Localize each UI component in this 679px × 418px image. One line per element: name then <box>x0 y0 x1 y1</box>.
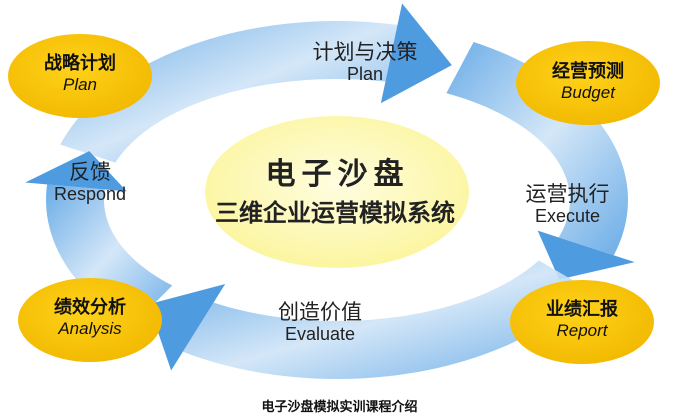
badge-analysis-cn: 绩效分析 <box>54 297 126 318</box>
stage-execute-cn: 运营执行 <box>525 182 610 206</box>
cycle-arrows <box>8 3 660 379</box>
badge-ellipse-budget <box>516 41 660 125</box>
center-title: 电子沙盘 <box>265 157 410 192</box>
stage-plan-en: Plan <box>346 64 384 85</box>
arrow-top-body <box>60 21 398 163</box>
badge-strategy: 战略计划 Plan <box>20 53 140 94</box>
badge-budget-cn: 经营预测 <box>552 61 624 82</box>
stage-respond-en: Respond <box>53 184 127 205</box>
badge-analysis: 绩效分析 Analysis <box>30 297 150 338</box>
stage-evaluate-cn: 创造价值 <box>278 300 362 324</box>
badge-ellipse-report <box>510 280 654 364</box>
stage-respond-cn: 反馈 <box>69 160 111 184</box>
badge-ellipse-analysis <box>18 278 162 362</box>
badge-report-en: Report <box>556 320 608 340</box>
badge-ellipse-strategy <box>8 34 152 118</box>
arrow-right-body <box>446 41 628 256</box>
badge-budget: 经营预测 Budget <box>528 61 648 102</box>
stage-execute-en: Execute <box>534 206 601 227</box>
stage-evaluate-en: Evaluate <box>284 324 356 345</box>
stage-execute: 运营执行 Execute <box>510 182 625 227</box>
stage-plan: 计划与决策 Plan <box>280 40 450 85</box>
center-ellipse <box>205 116 469 268</box>
stage-respond: 反馈 Respond <box>35 160 145 205</box>
stage-evaluate: 创造价值 Evaluate <box>250 300 390 345</box>
badge-strategy-cn: 战略计划 <box>44 53 116 74</box>
badge-strategy-en: Plan <box>62 74 98 94</box>
arrow-left-head-icon <box>25 151 127 192</box>
arrow-top-head-icon <box>380 3 452 104</box>
badge-report: 业绩汇报 Report <box>522 299 642 340</box>
center-subtitle: 三维企业运营模拟系统 <box>215 199 455 227</box>
badge-analysis-en: Analysis <box>58 318 122 338</box>
badge-report-cn: 业绩汇报 <box>546 299 618 320</box>
arrow-right-head-icon <box>537 230 635 280</box>
stage-plan-cn: 计划与决策 <box>312 40 418 64</box>
caption: 电子沙盘模拟实训课程介绍 <box>261 400 418 415</box>
badge-budget-en: Budget <box>561 82 615 102</box>
arrow-bottom-body <box>182 260 590 379</box>
arrow-bottom-head-icon <box>148 283 226 371</box>
